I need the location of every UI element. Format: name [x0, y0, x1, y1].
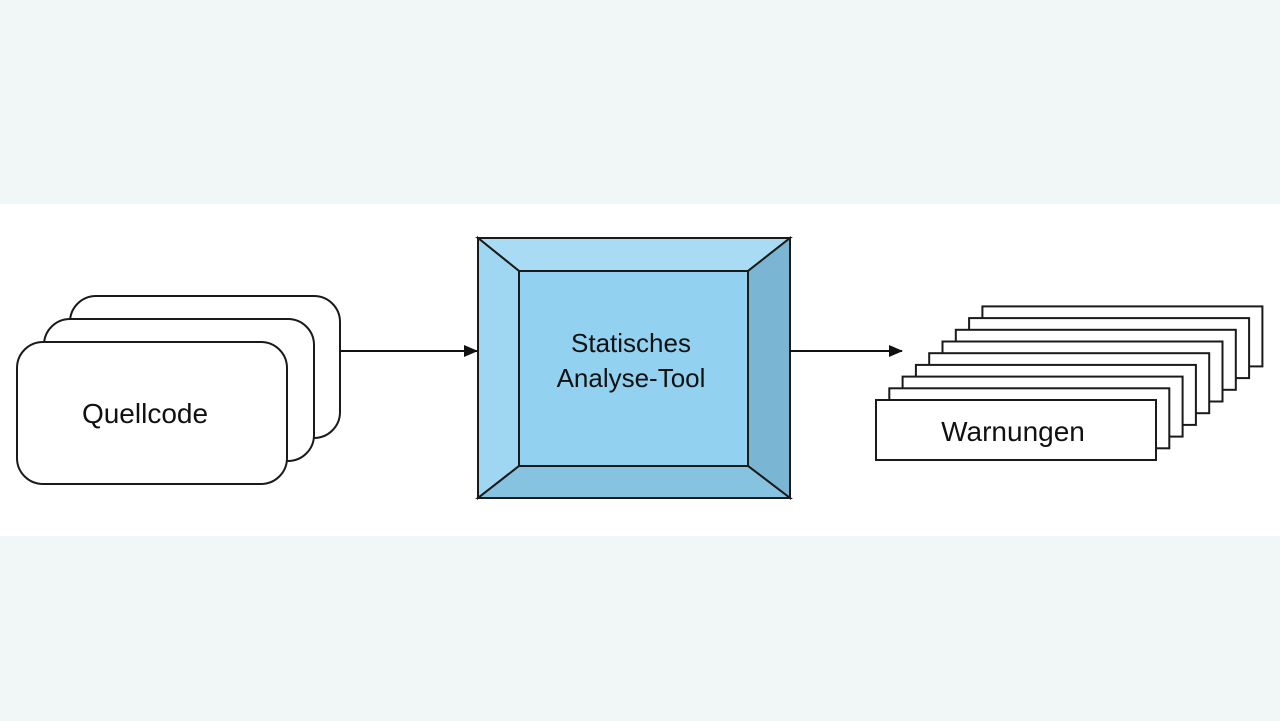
source-label: Quellcode: [82, 398, 208, 429]
tool-top-bevel: [475, 237, 793, 272]
tool-right-bevel: [747, 235, 791, 501]
tool-bottom-bevel: [475, 465, 793, 499]
tool-left-bevel: [477, 235, 520, 501]
source-document-front: [16, 341, 288, 485]
output-label: Warnungen: [941, 416, 1085, 447]
analysis-tool-box: Statisches Analyse-Tool: [475, 235, 793, 501]
tool-label-line2: Analyse-Tool: [557, 363, 706, 393]
tool-label-line1: Statisches: [571, 328, 691, 358]
warning-sheet-stack: [875, 305, 1264, 461]
tool-face: [518, 270, 749, 467]
warning-sheet-front: [875, 399, 1157, 461]
source-document-stack: Quellcode: [16, 295, 341, 485]
